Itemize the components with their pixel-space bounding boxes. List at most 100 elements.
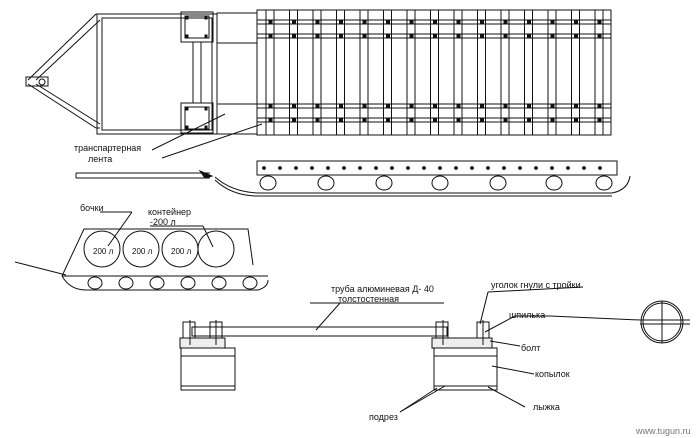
stud-leader [549,315,641,321]
rail-bolt [456,118,461,122]
bolt-label: болт [521,343,540,353]
stud-detail [640,300,690,344]
front-frame [96,11,218,135]
ski-label: лыжка [533,402,560,412]
rail-bolt [597,104,602,108]
rail-bolt [486,166,490,170]
belt-leader-1 [151,113,226,151]
roller [431,175,449,191]
roller [87,276,103,290]
stud-label: шпилька [509,310,545,320]
rail-bolt [527,34,531,38]
side-rail-bolts [262,166,602,170]
roller [317,175,335,191]
rail-bolt [566,166,570,170]
rail-bolts [268,20,602,122]
crossbar [571,9,580,136]
tow-line [14,261,67,276]
crossbar [594,9,604,136]
rail-bolt [503,34,508,38]
rail-bolt [454,166,458,170]
crossbar [453,9,463,136]
roller [118,276,134,290]
load-outline [61,228,254,277]
rail-bolt [503,118,508,122]
rail-bolt [409,34,414,38]
rail-bolt [362,34,367,38]
rail-bolt [574,118,578,122]
rail-bolt [550,118,555,122]
rail-bolt [518,166,522,170]
container-label-1: контейнер [148,207,191,217]
barrel-volume-label: 200 л [171,247,192,256]
rail-bolt [597,118,602,122]
rail-bolt [326,166,330,170]
rail-bolt [550,20,555,24]
pipe-label-2: толстостенная [338,294,399,304]
rail-bolt [268,118,273,122]
bolt-leader [489,340,521,347]
rail-bolt [294,166,298,170]
tow-hitch [25,13,101,129]
rail-bolt [315,118,320,122]
crossbar [477,9,486,136]
roller [545,175,563,191]
rail-bolt [409,118,414,122]
roller [242,276,258,290]
rail-bolt [534,166,538,170]
rail-bolt [315,104,320,108]
rail-bolt [550,166,554,170]
rail-bolt [433,104,437,108]
rail-bolt [390,166,394,170]
rail-bolt [456,20,461,24]
rail-bolt [433,118,437,122]
block-label: копылок [535,369,570,379]
rail-bolt [409,20,414,24]
rail-bolt [574,34,578,38]
barrel [197,230,235,268]
rail-bolt [433,20,437,24]
roller [259,175,277,191]
side-deck-rail [256,160,618,176]
rail-bolt [292,20,296,24]
rail-bolt [502,166,506,170]
rail-bolt [597,34,602,38]
rail-bolt [362,20,367,24]
rail-bolt [422,166,426,170]
crossbar [336,9,345,136]
rail-bolt [268,34,273,38]
roller [489,175,507,191]
crossbar [383,9,392,136]
ski-leader [487,386,526,408]
rail-bolt [527,20,531,24]
rail-bolt [503,104,508,108]
rail-bolt [268,104,273,108]
crossbar [359,9,369,136]
watermark: www.tugun.ru [635,426,691,436]
rail-bolt [527,118,531,122]
crossbar [547,9,557,136]
rail-bolt [374,166,378,170]
rail-bolt [386,34,390,38]
side-ski [214,175,631,194]
rail-bolt [597,20,602,24]
rail-bolt [527,104,531,108]
rail-bolt [480,104,484,108]
rail-bolt [480,20,484,24]
rail-bolt [598,166,602,170]
rail-bolt [278,166,282,170]
rail-bolt [470,166,474,170]
rail-bolt [386,118,390,122]
rail-bolt [456,34,461,38]
rail-bolt [480,118,484,122]
rail-bolt [550,104,555,108]
rail-bolt [433,34,437,38]
rail-bolt [358,166,362,170]
rail-bolt [456,104,461,108]
front-plate-top [216,12,258,44]
crossbar [430,9,439,136]
block-leader [491,365,535,375]
left-support [179,320,236,391]
